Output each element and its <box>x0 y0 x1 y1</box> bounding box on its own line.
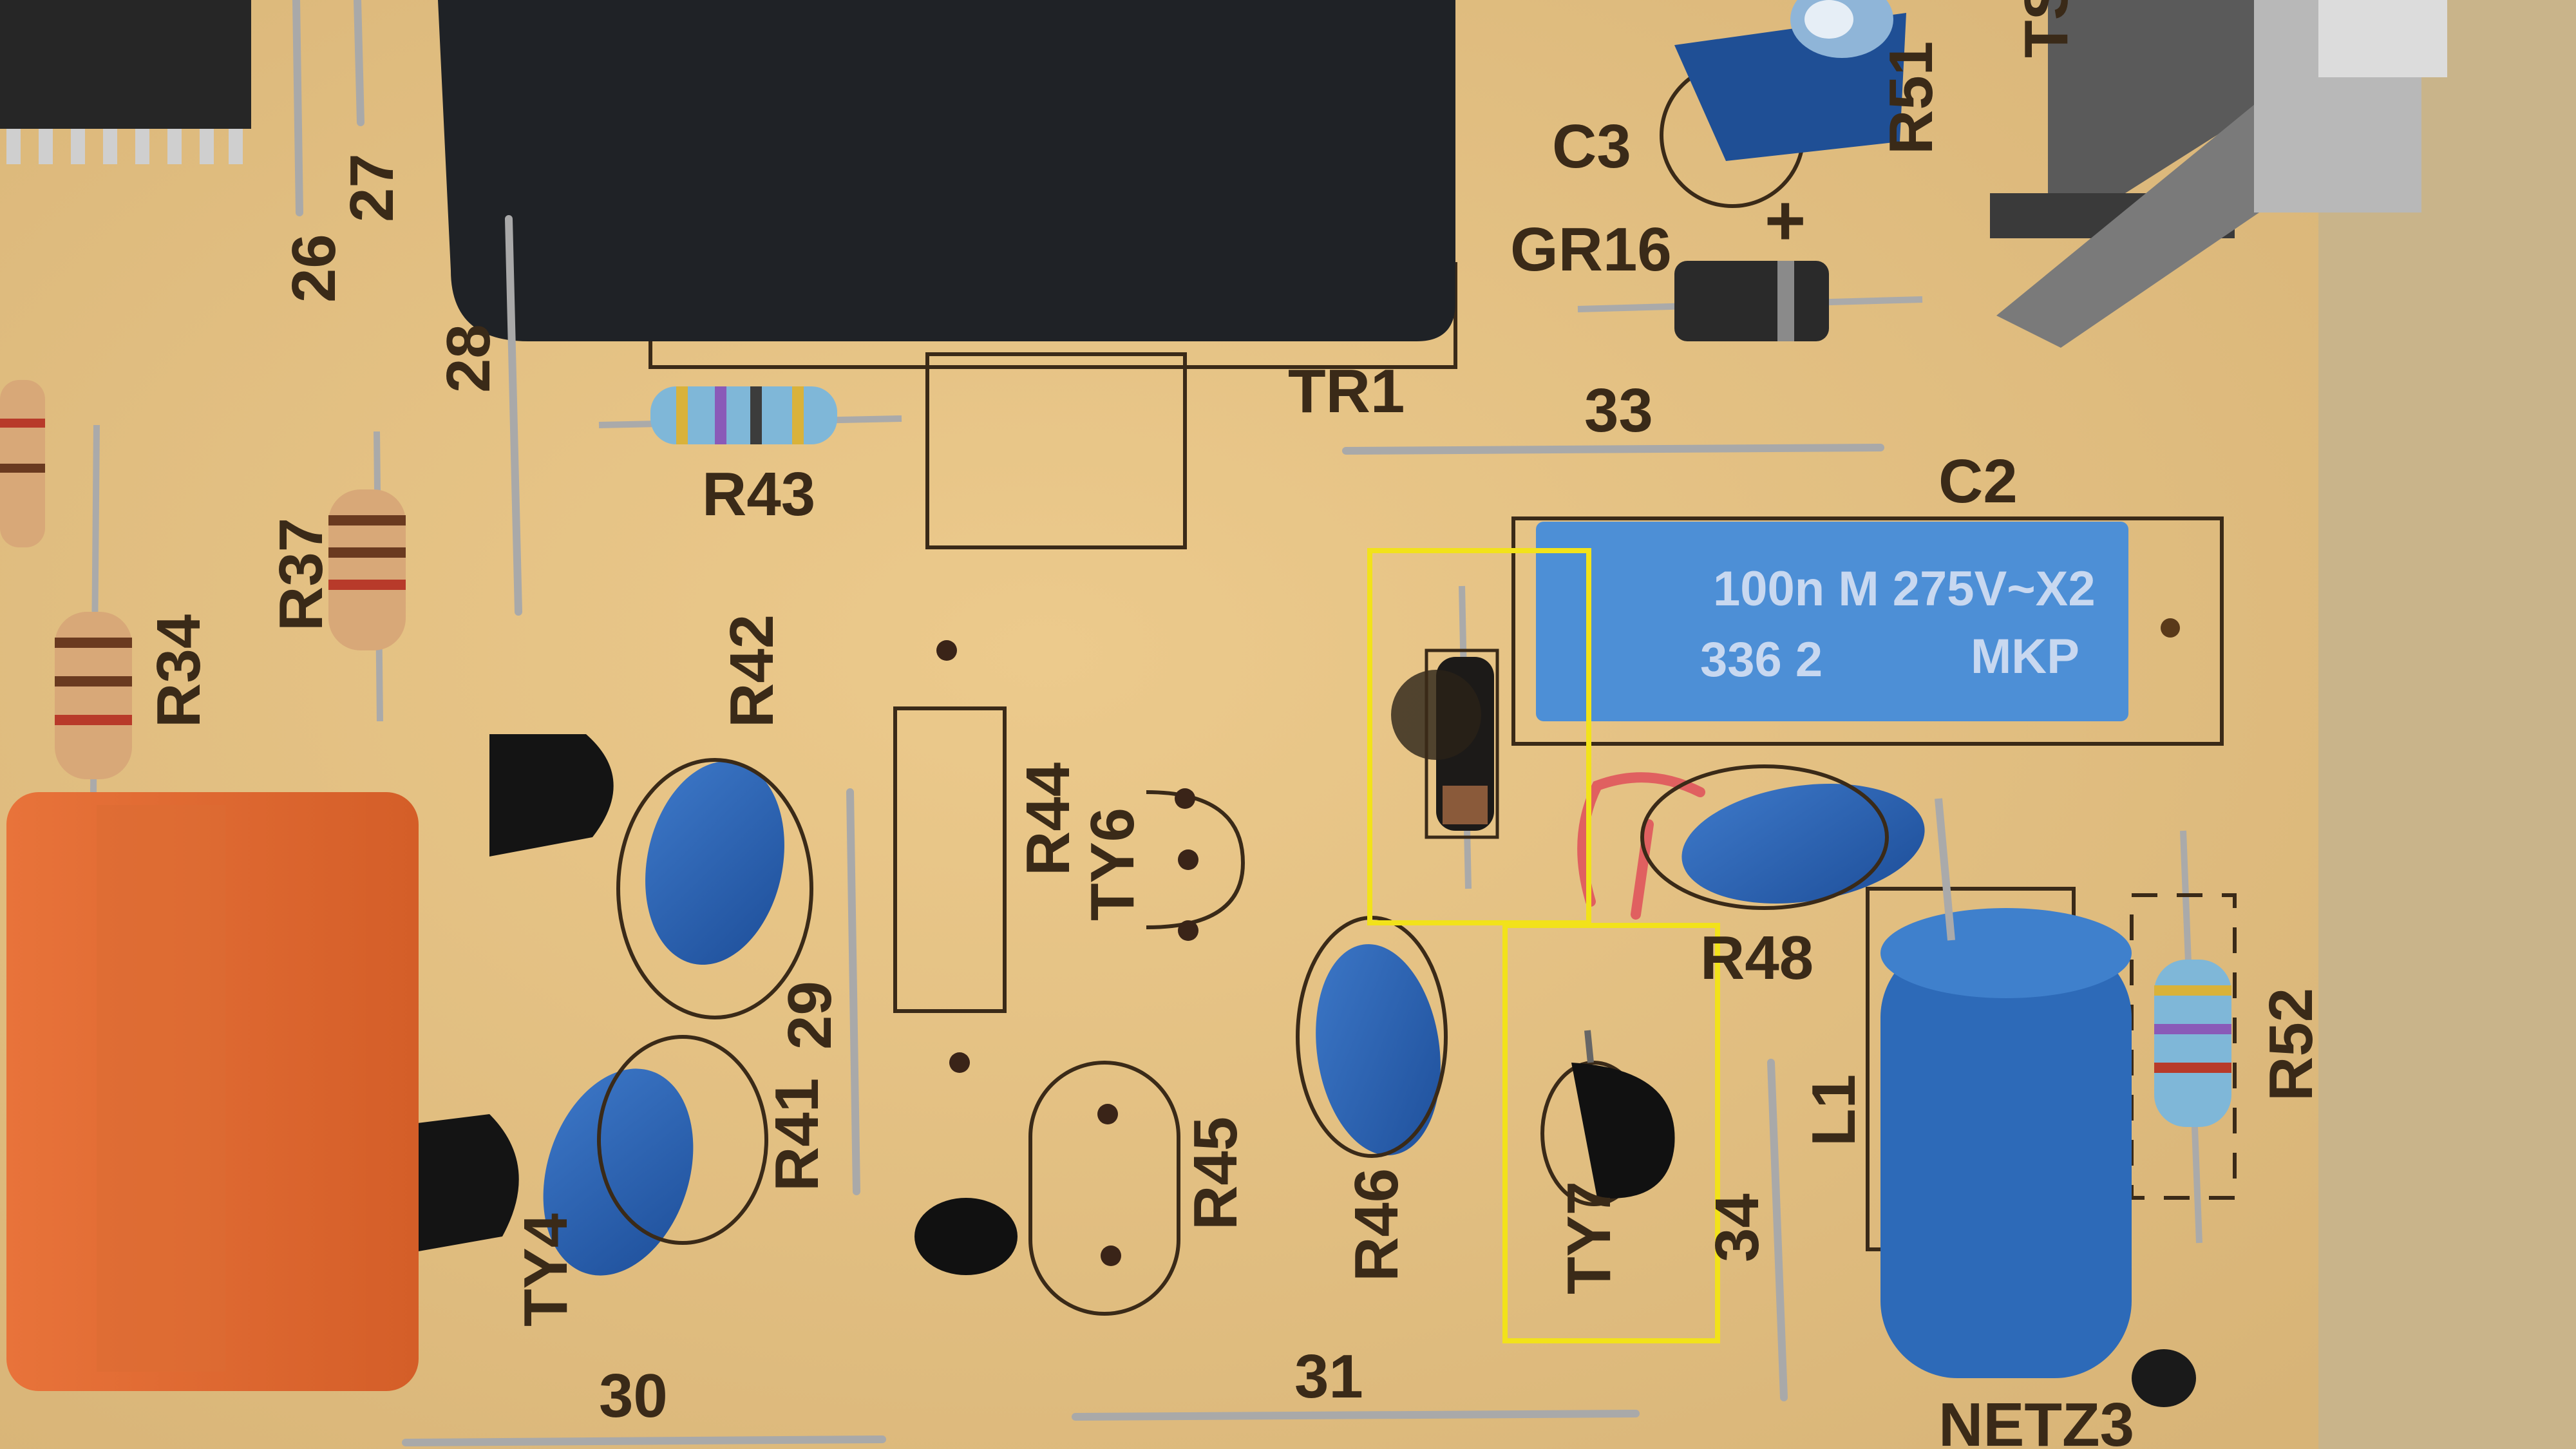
c2-code-label: 336 2 <box>1700 632 1823 687</box>
silkscreen-labels: C3 R51 TS GR16 + 26 27 28 TR1 33 C2 R43 … <box>144 0 2325 1449</box>
inductor-l1 <box>1866 798 2132 1378</box>
label-r41: R41 <box>762 1078 831 1191</box>
burnt-diode <box>1391 585 1499 889</box>
highlight-box-ty7 <box>1502 923 1720 1343</box>
label-ts: TS <box>2012 0 2081 58</box>
label-26: 26 <box>279 234 348 303</box>
label-r52: R52 <box>2257 988 2325 1101</box>
label-33: 33 <box>1584 376 1653 445</box>
label-r48: R48 <box>1700 923 1814 992</box>
resistor-r37 <box>328 431 406 722</box>
label-c2: C2 <box>1938 447 2018 516</box>
metal-bracket <box>1990 0 2447 348</box>
label-netz3: NETZ3 <box>1938 1390 2134 1449</box>
resistor-edge-left <box>0 380 45 547</box>
label-27: 27 <box>337 153 406 222</box>
capacitor-c3 <box>1660 0 1906 208</box>
label-c3: C3 <box>1552 112 1631 181</box>
orange-capacitor <box>6 792 419 1391</box>
label-29: 29 <box>775 981 844 1050</box>
label-r44: R44 <box>1014 762 1083 876</box>
capacitor-c2: 100n M 275V~X2 336 2 MKP <box>1511 516 2224 746</box>
empty-footprints <box>893 706 1245 1316</box>
label-28: 28 <box>434 324 503 393</box>
label-l1: L1 <box>1799 1074 1868 1146</box>
transformer-tr1 <box>438 0 1457 549</box>
label-r34: R34 <box>144 614 213 728</box>
label-r46: R46 <box>1342 1168 1411 1282</box>
transistor-ty7 <box>1540 1030 1675 1206</box>
label-ty6: TY6 <box>1078 808 1147 921</box>
label-tr1: TR1 <box>1288 357 1405 426</box>
label-r37: R37 <box>267 518 336 631</box>
transistor-ty4 <box>386 1114 519 1256</box>
label-ty7: TY7 <box>1555 1181 1624 1294</box>
resistor-r43 <box>598 386 902 444</box>
label-r43: R43 <box>702 460 815 529</box>
label-gr16: GR16 <box>1510 215 1672 284</box>
label-31: 31 <box>1294 1342 1363 1411</box>
label-r42: R42 <box>717 614 786 728</box>
label-ty4: TY4 <box>511 1213 580 1327</box>
label-plus: + <box>1765 181 1806 260</box>
highlight-box-diode <box>1367 548 1591 925</box>
red-marker-mark <box>1577 772 1705 920</box>
label-34: 34 <box>1703 1193 1772 1262</box>
label-30: 30 <box>599 1361 668 1430</box>
ic-chip <box>0 0 251 164</box>
solder-holes <box>914 640 2196 1407</box>
transistor-ty4-upper <box>489 734 614 857</box>
highlight-boxes <box>1367 548 1720 1343</box>
resistor-r34 <box>55 424 132 793</box>
diode-gr16 <box>1577 261 1923 341</box>
resistor-r52 <box>2130 830 2237 1244</box>
c2-type-label: MKP <box>1971 629 2079 684</box>
label-r51: R51 <box>1877 41 1946 155</box>
c2-value-label: 100n M 275V~X2 <box>1713 562 2096 616</box>
ceramic-capacitors <box>543 758 1925 1276</box>
label-r45: R45 <box>1181 1117 1250 1230</box>
wire-bridges <box>292 0 1884 1446</box>
